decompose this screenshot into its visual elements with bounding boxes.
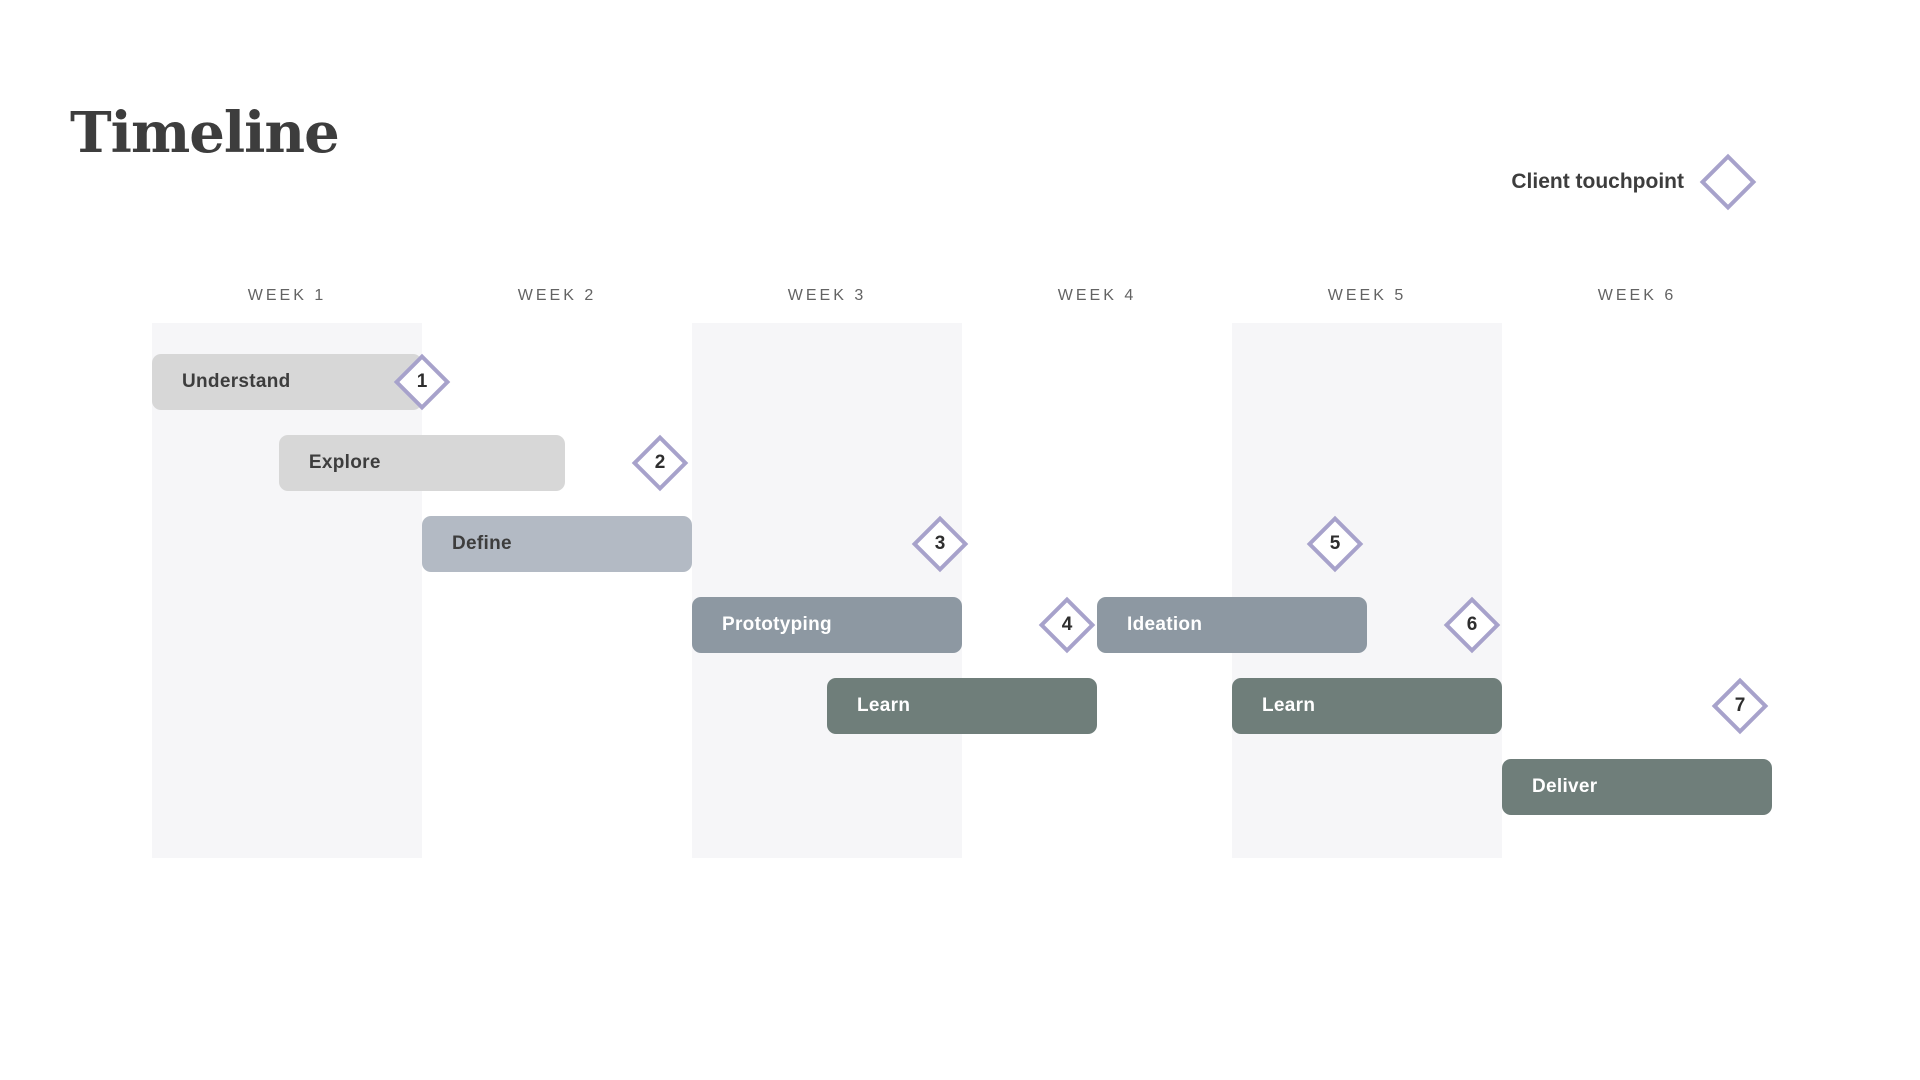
milestone-diamond-2: 2: [631, 434, 688, 492]
task-label: Ideation: [1127, 614, 1203, 635]
week-column-band-1: [152, 323, 422, 858]
task-label: Learn: [857, 695, 911, 716]
milestone-number: 1: [416, 371, 428, 392]
task-label: Prototyping: [722, 614, 832, 635]
task-bar-learn-5: Learn: [827, 678, 1097, 734]
week-column-band-3: [692, 323, 962, 858]
task-label: Explore: [308, 452, 381, 473]
task-label: Understand: [182, 371, 291, 392]
task-bar-learn-6: Learn: [1232, 678, 1502, 734]
milestone-number: 7: [1734, 695, 1745, 716]
week-label-4: WEEK 4: [1057, 287, 1137, 304]
task-label: Define: [452, 533, 512, 554]
week-label-6: WEEK 6: [1597, 287, 1677, 304]
week-label-1: WEEK 1: [247, 287, 327, 304]
task-bar-prototyping-3: Prototyping: [692, 597, 962, 653]
task-bar-understand-0: Understand: [152, 354, 422, 410]
week-column-band-5: [1232, 323, 1502, 858]
task-bar-define-2: Define: [422, 516, 692, 572]
task-label: Learn: [1262, 695, 1316, 716]
milestone-number: 6: [1467, 614, 1478, 635]
milestone-number: 5: [1329, 533, 1340, 554]
week-label-2: WEEK 2: [517, 287, 597, 304]
milestone-diamond-4: 4: [1039, 596, 1096, 654]
milestone-number: 2: [654, 452, 665, 473]
week-label-3: WEEK 3: [787, 287, 867, 304]
legend: Client touchpoint: [1511, 153, 1757, 211]
client-touchpoint-diamond-icon: [1699, 153, 1757, 211]
milestone-number: 3: [935, 533, 946, 554]
legend-label: Client touchpoint: [1511, 170, 1684, 193]
milestone-number: 4: [1062, 614, 1073, 635]
task-bar-deliver-7: Deliver: [1502, 759, 1772, 815]
task-bar-explore-1: Explore: [278, 435, 566, 491]
page-title: Timeline: [70, 100, 340, 166]
week-label-5: WEEK 5: [1327, 287, 1407, 304]
milestone-diamond-7: 7: [1711, 677, 1768, 735]
task-bar-ideation-4: Ideation: [1097, 597, 1367, 653]
task-label: Deliver: [1532, 776, 1598, 797]
